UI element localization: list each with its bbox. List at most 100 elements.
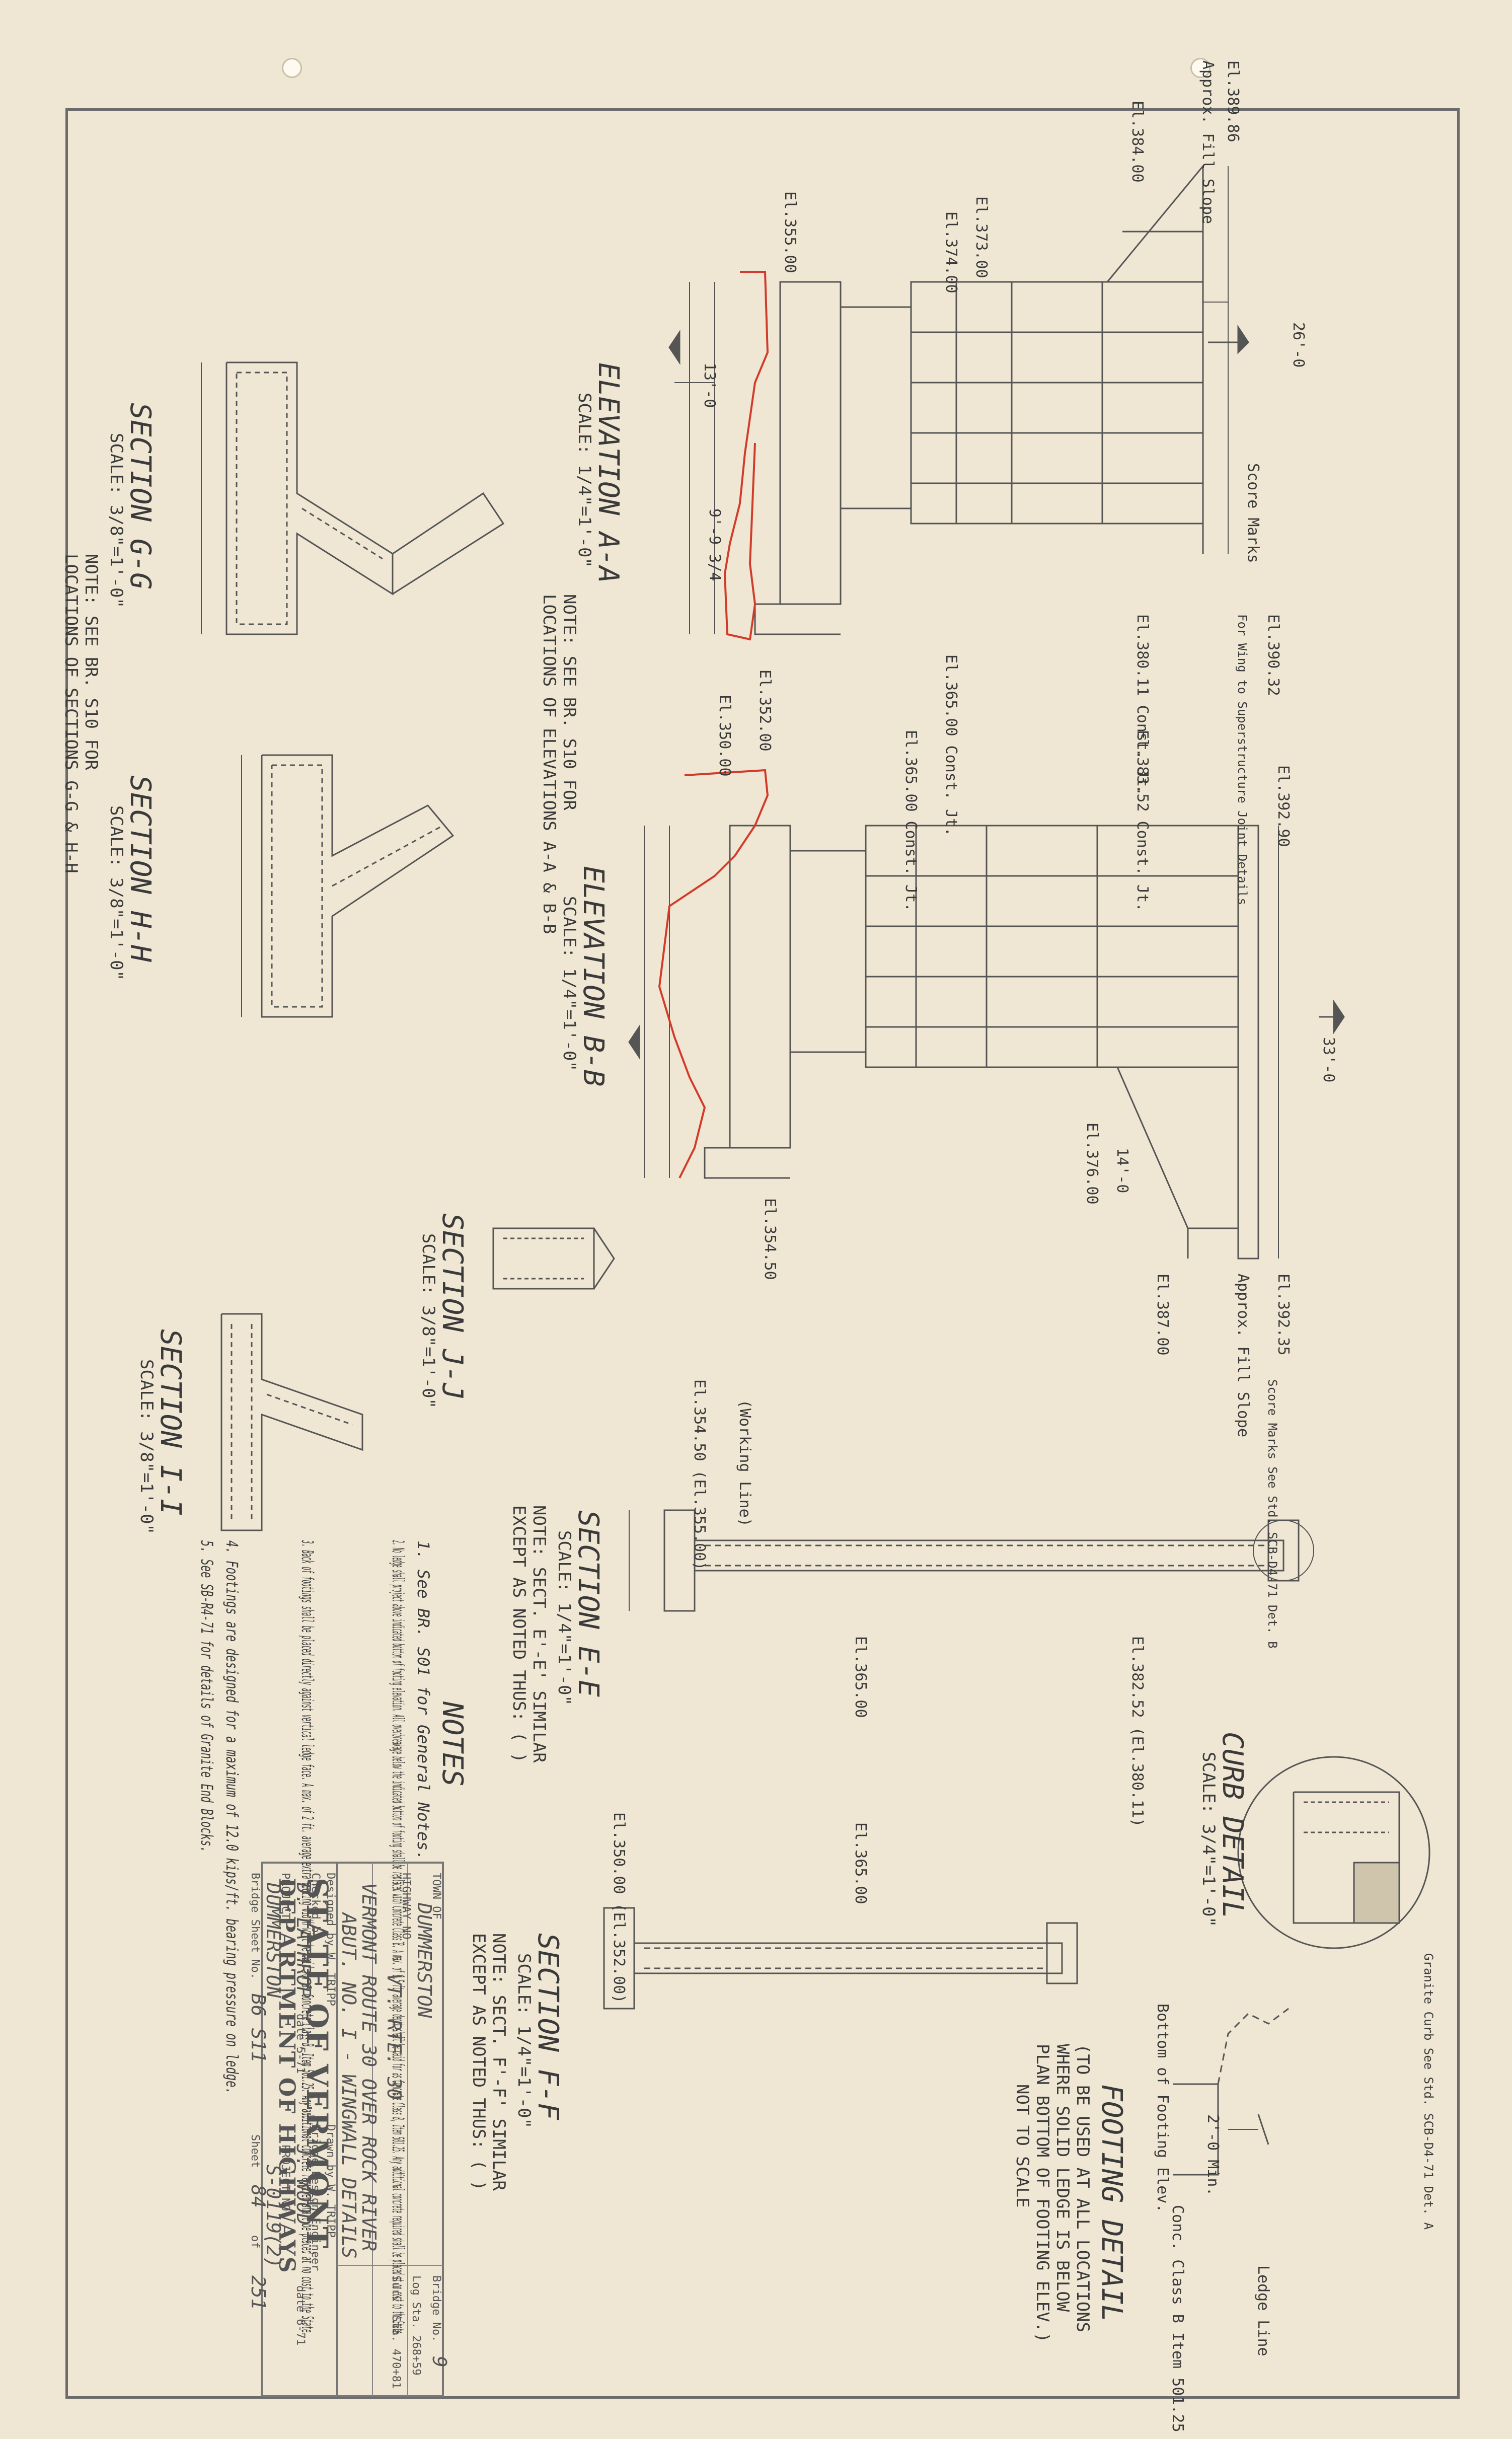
footing-note-1: (TO BE USED AT ALL LOCATIONS [1073, 2044, 1093, 2332]
label-26-0: 26'-0 [1290, 322, 1307, 367]
label-el-365-b: El.365.00 Const. Jt. [902, 730, 920, 912]
section-ii-title: SECTION I-I [154, 1329, 187, 1516]
tb-project-no: S-0119(2) [262, 2165, 284, 2268]
label-el-374: El.374.00 [942, 211, 960, 293]
curb-detail-drawing [1237, 1756, 1430, 1949]
section-ff-drawing [603, 1907, 1078, 2010]
tb-highway: VT. RTE. 30 [383, 1973, 405, 2100]
label-el-354-e: El.354.50 (El.355.00) [691, 1379, 708, 1570]
footing-note-2: WHERE SOLID LEDGE IS BELOW [1052, 2044, 1073, 2312]
label-wing-joint: For Wing to Superstructure Joint Details [1235, 614, 1249, 905]
tb-checked-name: J. WOOD [292, 2144, 315, 2225]
label-fill-slope-b: Approx. Fill Slope [1234, 1274, 1252, 1437]
section-ff-labels: SECTION F-F SCALE: 1/4"=1'-0" NOTE: SECT… [469, 1812, 869, 2191]
label-ledge-line: Ledge Line [1254, 2265, 1272, 2356]
tb-department: DEPARTMENT OF HIGHWAYS [274, 1878, 299, 2274]
tb-town: DUMMERSTON [413, 1902, 435, 2018]
title-block: STATE OF VERMONT DEPARTMENT OF HIGHWAYS … [247, 1873, 450, 2389]
section-ee-scale: SCALE: 1/4"=1'-0" [554, 1530, 574, 1706]
label-el-383: El.383.52 Const. Jt. [1133, 730, 1151, 912]
tb-sheet-total: 251 [247, 2275, 269, 2310]
elevation-aa-title: ELEVATION A-A [592, 362, 625, 583]
elevation-bb-title: ELEVATION B-B [577, 866, 610, 1086]
label-bottom-footing: Bottom of Footing Elev. [1154, 2004, 1171, 2212]
label-el-355: El.355.00 [781, 191, 799, 273]
section-ee-title: SECTION E-E [572, 1510, 604, 1697]
label-33-0: 33'-0 [1320, 1037, 1337, 1082]
curb-detail-title: CURB DETAIL [1216, 1732, 1249, 1918]
notes-heading: NOTES [436, 1701, 469, 1787]
label-13-0: 13'-0 [701, 362, 718, 408]
tb-log-sta: Log Sta. 268+59 [410, 2275, 422, 2376]
label-el-365-a: El.365.00 Const. Jt. [942, 654, 960, 836]
tb-surv-sta: Surv. Sta. 470+81 [390, 2275, 402, 2389]
note-5: 5. See SB-R4-71 for details of Granite E… [197, 1540, 216, 1853]
section-ee-note-1: NOTE: SECT. E'-E' SIMILAR [529, 1505, 549, 1763]
tb-bridge-sheet: B6 S11 [247, 1993, 269, 2062]
section-ff-note-2: EXCEPT AS NOTED THUS: ( ) [469, 1933, 489, 2191]
elevation-aa-scale: SCALE: 1/4"=1'-0" [574, 393, 594, 568]
section-ee-drawing [629, 1509, 1314, 1612]
tb-bridge-no: 9 [428, 2356, 450, 2368]
drawing-border [65, 108, 1460, 2399]
punch-hole-left [282, 58, 302, 78]
label-granite-curb: Granite Curb See Std. SCB-D4-71 Det. A [1421, 1953, 1435, 2230]
section-hh-title: SECTION H-H [124, 775, 157, 962]
tb-highway-label: HIGHWAY NO. [400, 1873, 412, 1946]
label-el-380: El.380.11 Const. Jt. [1133, 614, 1151, 796]
section-jj-drawing [492, 1227, 615, 1290]
elevation-bb-drawing [628, 825, 1345, 1260]
section-ii-scale: SCALE: 3/8"=1'-0" [136, 1359, 157, 1534]
section-ee-labels: SECTION E-E SCALE: 1/4"=1'-0" NOTE: SECT… [509, 1379, 1279, 1827]
elevation-aa-labels: ELEVATION A-A SCALE: 1/4"=1'-0" NOTE: SE… [539, 60, 1307, 934]
tb-sheet-of: of [249, 2235, 261, 2249]
section-ee-note-2: EXCEPT AS NOTED THUS: ( ) [509, 1505, 529, 1763]
section-titles: SECTION G-G SCALE: 3/8"=1'-0" NOTE: SEE … [61, 403, 469, 1534]
tb-bridge-sheet-label: Bridge Sheet No. [249, 1873, 261, 1979]
label-el-352: El.352.00 [756, 670, 774, 752]
detail-labels: CURB DETAIL SCALE: 3/4"=1'-0" Granite Cu… [1012, 1732, 1435, 2432]
tb-engineer: Bridge Design Engineer [309, 2124, 322, 2271]
label-conc-class-b: Conc. Class B Item 501.25 [1169, 2205, 1186, 2432]
tb-town-label: TOWN OF [430, 1873, 442, 1919]
label-el-373: El.373.00 [972, 196, 990, 278]
label-el-350: El.350.00 [716, 695, 733, 777]
section-gg-note-2: LOCATIONS OF SECTIONS G-G & H-H [61, 554, 81, 873]
label-el-390: El.390.32 [1264, 614, 1282, 696]
tb-state: STATE OF VERMONT [300, 1878, 334, 2250]
footing-detail-drawing [1173, 2008, 1289, 2176]
tb-description-1: VERMONT ROUTE 30 OVER ROCK RIVER [358, 1883, 380, 2251]
tb-checked-by: Checked by [309, 1873, 322, 1939]
tb-designed-by: Designed by W. TRIPP [324, 1873, 337, 2006]
section-gg-title: SECTION G-G [124, 403, 157, 589]
elevation-bb-labels: ELEVATION B-B SCALE: 1/4"=1'-0" El.392.9… [559, 730, 1337, 1437]
section-gg-scale: SCALE: 3/8"=1'-0" [106, 433, 126, 608]
section-jj-title: SECTION J-J [436, 1213, 469, 1400]
section-jj-scale: SCALE: 3/8"=1'-0" [418, 1233, 438, 1409]
label-el-365-f: El.365.00 [852, 1822, 869, 1904]
label-9-9: 9'-9 3/4 [706, 508, 723, 581]
label-fill-slope: Approx. Fill Slope [1199, 60, 1217, 224]
tb-sheet-label: Sheet [249, 2134, 261, 2168]
label-working-line: (Working Line) [736, 1399, 753, 1527]
note-2: 2. No ledge shall project above indicate… [389, 1540, 408, 2336]
elevation-aa-redline [723, 271, 769, 641]
label-score-marks-a: Score Marks [1244, 463, 1262, 563]
elevation-bb-redline [658, 769, 769, 1178]
section-ii-drawing [220, 1313, 363, 1531]
punch-hole-right [1190, 58, 1211, 78]
label-14-0: 14'-0 [1113, 1148, 1131, 1193]
tb-drawn-by: Drawn by W. TRIPP [324, 2124, 337, 2238]
footing-detail-title: FOOTING DETAIL [1095, 2084, 1128, 2322]
section-ff-note-1: NOTE: SECT. F'-F' SIMILAR [489, 1933, 509, 2191]
tb-drawn-name: D. LATHROP [292, 1882, 315, 1998]
tb-project: DUMMERSTON [262, 1882, 284, 1998]
note-3: 3. Back of footings shall be placed dire… [298, 1540, 317, 2336]
general-notes: NOTES 1. See BR. S01 for General Notes. … [197, 1540, 469, 2336]
section-ff-title: SECTION F-F [532, 1933, 564, 2120]
section-ff-scale: SCALE: 1/4"=1'-0" [514, 1953, 534, 2128]
title-block-frame [261, 1862, 444, 2397]
label-el-387: El.387.00 [1154, 1274, 1171, 1356]
tb-project-no-label: PROJECT NO. [279, 2145, 291, 2218]
